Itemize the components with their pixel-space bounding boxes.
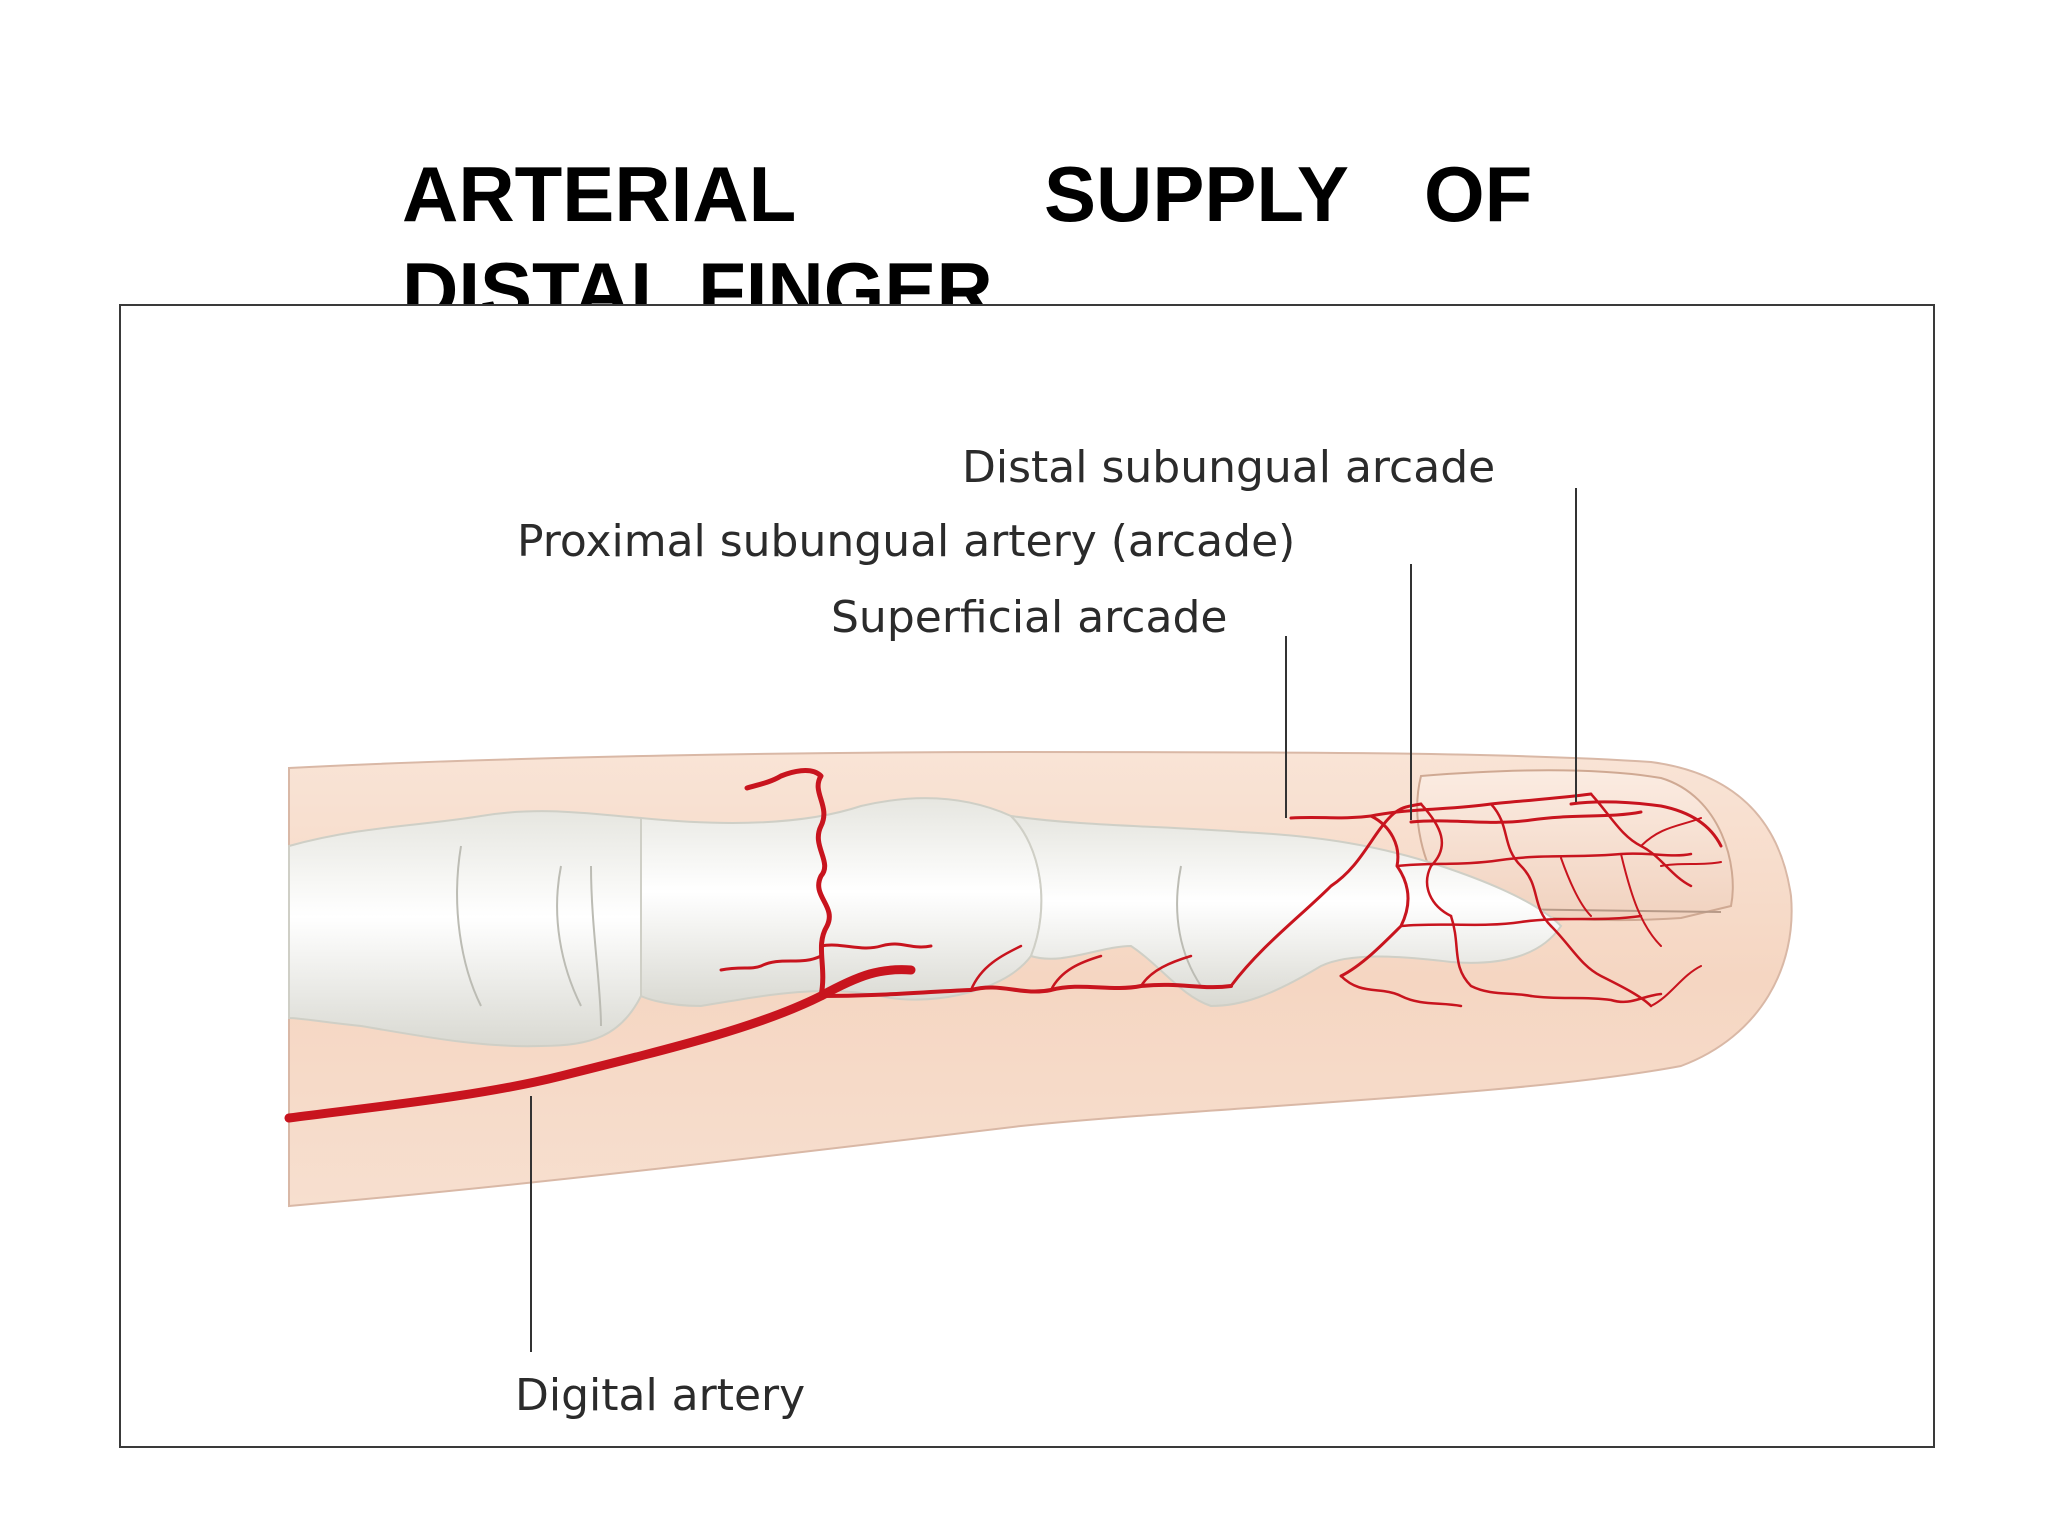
finger-diagram: Distal subungual arcade Proximal subungu… <box>119 304 1935 1448</box>
arteries <box>284 768 1723 1123</box>
title-line-1: ARTERIAL SUPPLY OF <box>402 146 1642 242</box>
title-word-supply: SUPPLY <box>1044 150 1349 238</box>
distal-subungual-vessel <box>1569 800 1723 848</box>
title-word-of: OF <box>1424 150 1533 238</box>
label-distal-subungual-arcade: Distal subungual arcade <box>962 442 1495 493</box>
digital-artery-vessel <box>284 965 916 1123</box>
proximal-subungual-vessel <box>1409 810 1643 824</box>
label-proximal-subungual-artery: Proximal subungual artery (arcade) <box>517 516 1295 567</box>
title-word-arterial: ARTERIAL <box>402 150 797 238</box>
finger-illustration: Distal subungual arcade Proximal subungu… <box>284 442 1793 1421</box>
label-superficial-arcade: Superficial arcade <box>831 592 1227 643</box>
leader-lines <box>530 488 1577 1352</box>
label-digital-artery: Digital artery <box>515 1370 805 1421</box>
